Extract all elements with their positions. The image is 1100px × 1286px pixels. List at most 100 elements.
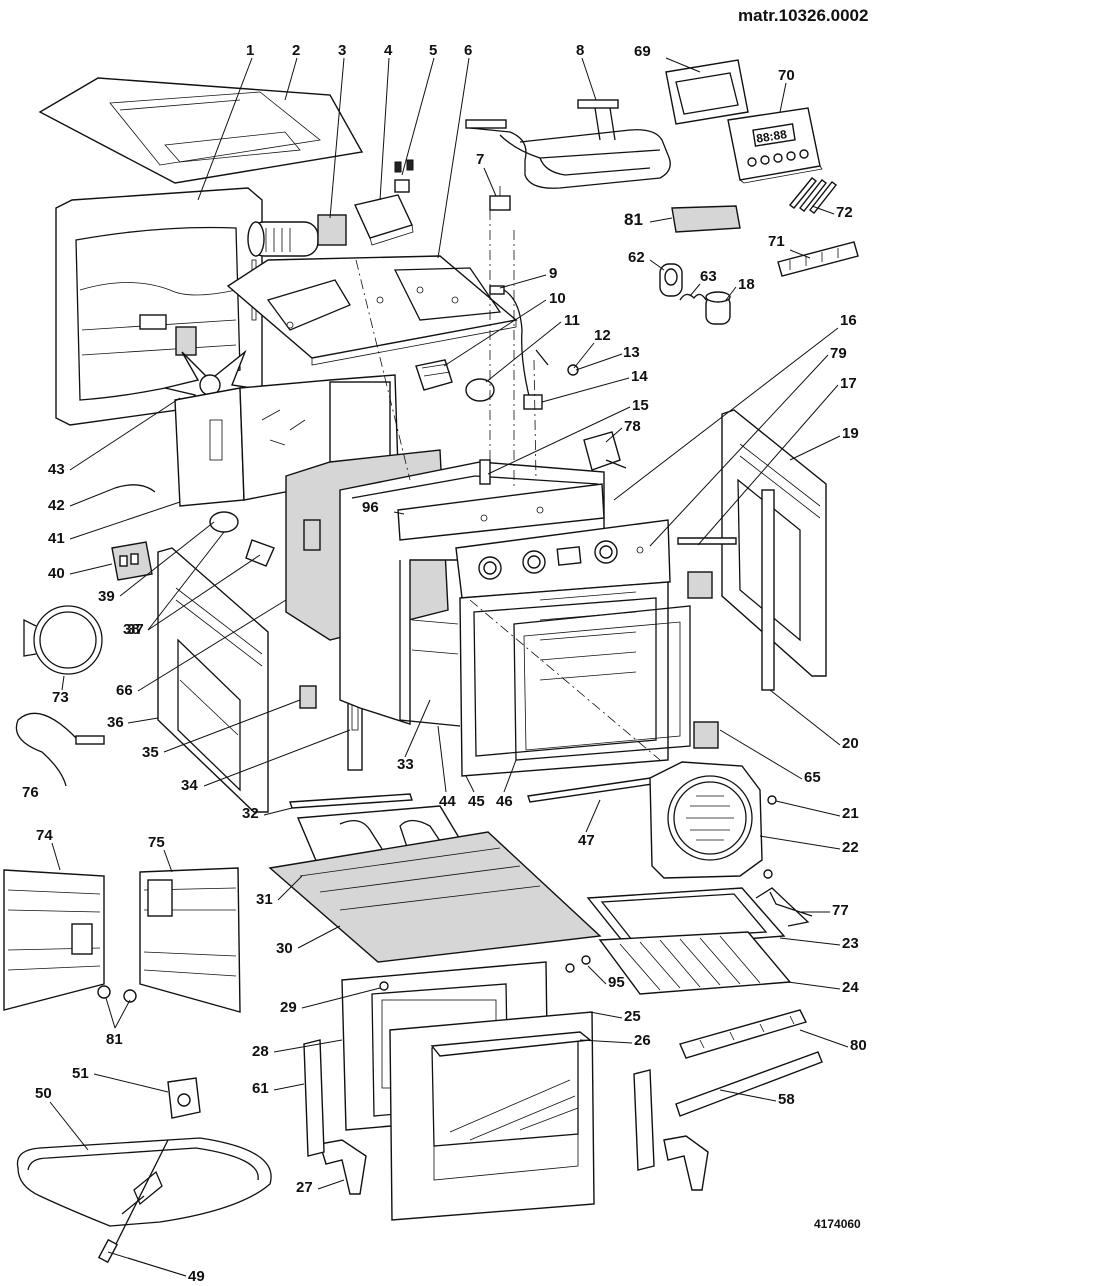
leader-line: [759, 835, 841, 850]
leader-line: [273, 1083, 305, 1091]
circular-heating-element: [23, 605, 103, 675]
part-callout-47: 47: [578, 832, 595, 849]
leader-line: [163, 849, 173, 873]
leader-line: [127, 717, 159, 724]
wire-shelf: [598, 931, 792, 995]
part-callout-51: 51: [72, 1065, 89, 1082]
part-callout-15: 15: [632, 397, 649, 414]
part-callout-17: 17: [840, 375, 857, 392]
door-hinges: [319, 1135, 709, 1195]
bottom-trim: [527, 775, 667, 803]
part-callout-61: 61: [252, 1080, 269, 1097]
part-callout-44: 44: [439, 793, 456, 810]
leader-line: [119, 521, 215, 597]
leader-line: [541, 377, 630, 403]
leader-line: [725, 286, 737, 301]
leader-line: [465, 775, 475, 793]
part-callout-46: 46: [496, 793, 513, 810]
leader-line: [485, 321, 562, 383]
leader-line: [589, 1011, 623, 1019]
part-callout-24: 24: [842, 979, 859, 996]
leader-line: [443, 299, 547, 367]
leader-line: [273, 1039, 343, 1053]
lamp-and-wiring: [415, 285, 579, 410]
leader-line: [329, 57, 345, 219]
oven-cavity: [339, 459, 605, 727]
leader-line: [811, 205, 835, 215]
part-callout-14: 14: [631, 368, 648, 385]
drawing-reference: matr.10326.0002: [738, 6, 868, 25]
display-frame: [665, 59, 749, 125]
cooling-fan: [247, 214, 347, 257]
part-callout-29: 29: [280, 999, 297, 1016]
left-side-panel: [157, 547, 269, 813]
part-callout-28: 28: [252, 1043, 269, 1060]
oven-base-plate: [268, 831, 602, 963]
door-inner-glass: [523, 621, 681, 751]
leader-lines: [49, 57, 849, 1277]
part-callout-13: 13: [623, 344, 640, 361]
part-callout-21: 21: [842, 805, 859, 822]
leader-line: [301, 987, 381, 1009]
leader-line: [147, 531, 225, 631]
drawing-code: 4174060: [814, 1217, 861, 1231]
door-side-channels: [303, 1039, 655, 1171]
leader-line: [613, 327, 839, 501]
part-callout-40: 40: [48, 565, 65, 582]
part-callout-27: 27: [296, 1179, 313, 1196]
leader-line: [689, 283, 701, 297]
part-callout-75: 75: [148, 834, 165, 851]
leader-line: [573, 342, 595, 369]
leader-line: [649, 259, 665, 271]
leader-line: [69, 563, 113, 575]
part-callout-62: 62: [628, 249, 645, 266]
leader-line: [437, 57, 470, 259]
leader-line: [197, 57, 253, 201]
leader-line: [789, 435, 841, 461]
part-callout-43: 43: [48, 461, 65, 478]
part-callout-41: 41: [48, 530, 65, 547]
leader-line: [649, 354, 829, 547]
part-callout-45: 45: [468, 793, 485, 810]
part-callout-72: 72: [836, 204, 853, 221]
part-callout-79: 79: [830, 345, 847, 362]
part-callout-7: 7: [476, 151, 484, 168]
part-callout-76: 76: [22, 784, 39, 801]
door-screws: [565, 955, 591, 973]
grill-element: [465, 99, 671, 189]
leader-line: [203, 729, 351, 787]
oven-probe-cable: [15, 712, 105, 787]
part-callout-33: 33: [397, 756, 414, 773]
leader-line: [789, 249, 811, 259]
door-bottom-profile: [675, 1051, 823, 1117]
control-bracket: [777, 241, 859, 277]
leader-line: [579, 1039, 633, 1044]
part-callout-5: 5: [429, 42, 437, 59]
part-callout-32: 32: [242, 805, 259, 822]
leader-line: [779, 82, 787, 113]
part-callout-31: 31: [256, 891, 273, 908]
leader-line: [61, 675, 65, 691]
part-callout-36: 36: [107, 714, 124, 731]
leader-line: [437, 725, 447, 793]
leader-line: [775, 800, 841, 817]
leader-line: [605, 427, 623, 443]
part-callout-58: 58: [778, 1091, 795, 1108]
part-callout-8: 8: [576, 42, 584, 59]
leader-line: [503, 759, 517, 793]
part-callout-70: 70: [778, 67, 795, 84]
leader-line: [401, 57, 435, 176]
leader-line: [379, 57, 390, 201]
part-callout-19: 19: [842, 425, 859, 442]
part-callout-9: 9: [549, 265, 557, 282]
part-shapes: [3, 59, 859, 1264]
part-callout-74: 74: [36, 827, 53, 844]
part-callout-11: 11: [564, 312, 580, 329]
part-callout-69: 69: [634, 43, 651, 60]
leader-line: [127, 1257, 187, 1277]
right-side-panel: [677, 409, 827, 691]
leader-line: [317, 1179, 345, 1190]
